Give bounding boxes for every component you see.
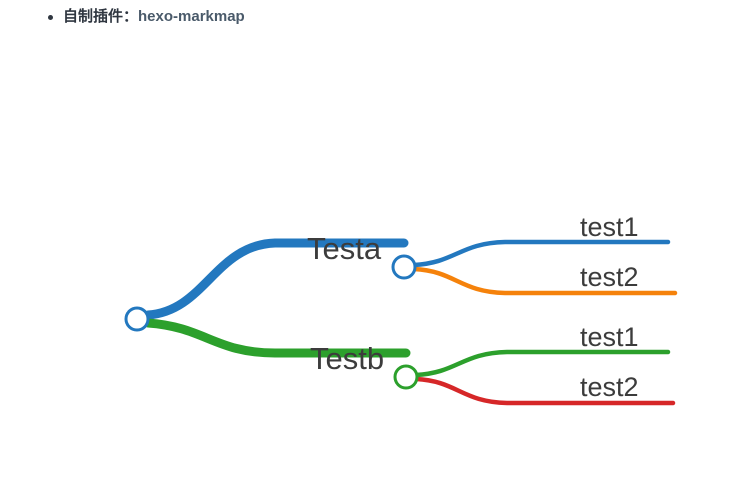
leaf-label-testa-test1: test1	[580, 212, 639, 242]
leaf-label-testb-test2: test2	[580, 372, 639, 402]
leaf-label-testb-test1: test1	[580, 322, 639, 352]
node-label-testb: Testb	[310, 341, 384, 376]
document-bullet-list: 自制插件：hexo-markmap	[0, 6, 245, 28]
link-root-to-testb	[143, 318, 411, 358]
leaf-label-testa-test2: test2	[580, 262, 639, 292]
bullet-dot-icon	[48, 15, 53, 20]
link-testb-to-test1	[413, 349, 671, 378]
link-testa-to-test2	[411, 266, 678, 296]
markmap-node-testb[interactable]	[393, 364, 419, 390]
list-item: 自制插件：hexo-markmap	[0, 6, 245, 28]
link-testb-to-test2	[413, 376, 676, 406]
markmap-root-node[interactable]	[124, 306, 150, 332]
link-testa-to-test1	[411, 239, 671, 268]
node-label-testa: Testa	[307, 231, 382, 266]
heading-code-label: hexo-markmap	[138, 8, 245, 25]
markmap-node-testa[interactable]	[391, 254, 417, 280]
link-root-to-testa	[143, 238, 409, 320]
heading-label: 自制插件：	[63, 8, 139, 25]
